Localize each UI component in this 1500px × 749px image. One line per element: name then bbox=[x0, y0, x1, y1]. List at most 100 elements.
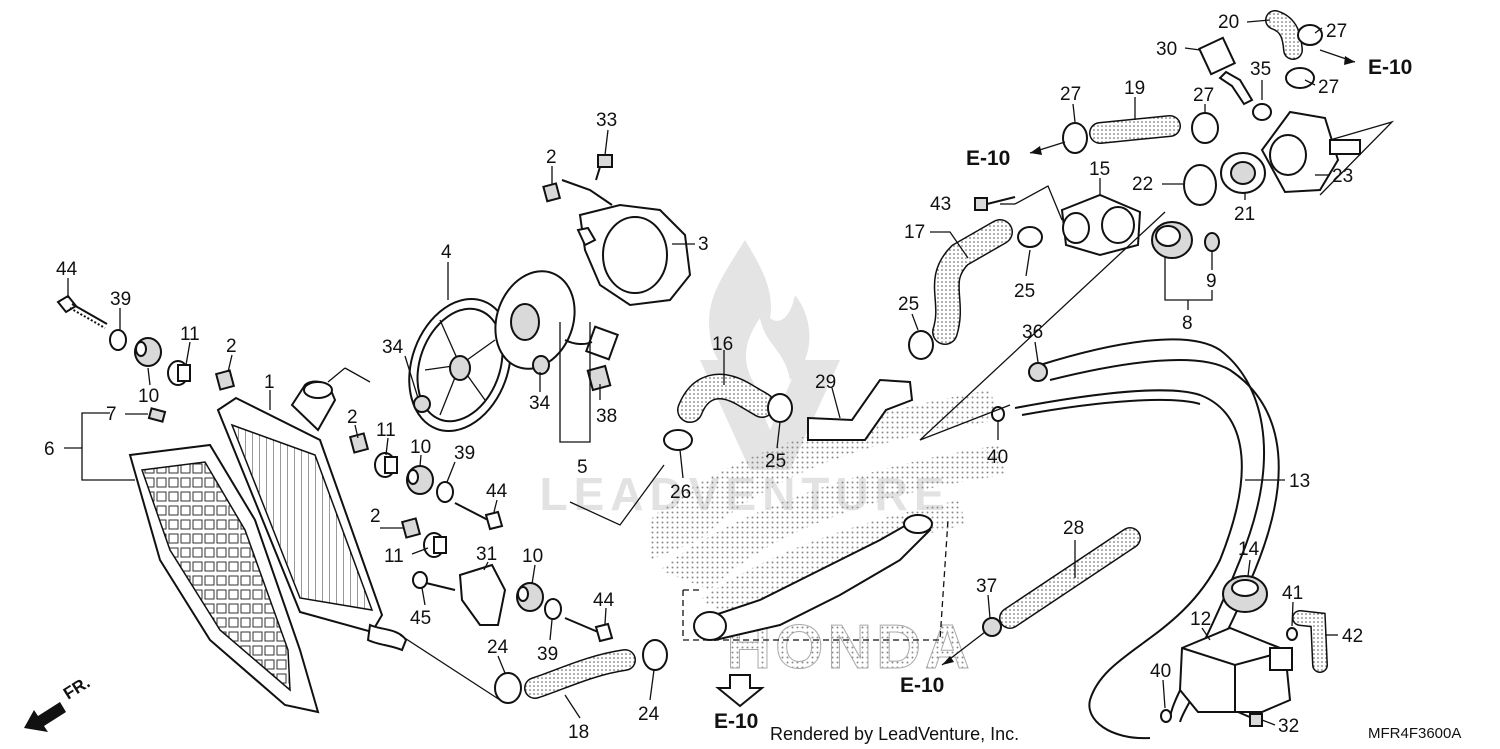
fan-shroud[interactable] bbox=[561, 179, 692, 307]
callout[interactable]: 36 bbox=[1022, 322, 1043, 343]
clip-2-c[interactable] bbox=[348, 432, 370, 454]
grommet-10-middle[interactable] bbox=[406, 465, 434, 495]
callout[interactable]: 43 bbox=[930, 194, 951, 215]
grommet-10-top[interactable] bbox=[134, 337, 162, 367]
clamp-25-middle[interactable] bbox=[908, 330, 934, 360]
bolt-44-lower[interactable] bbox=[564, 617, 614, 643]
pipe-29[interactable] bbox=[807, 378, 914, 441]
callout[interactable]: 38 bbox=[596, 406, 617, 427]
callout[interactable]: 16 bbox=[712, 334, 733, 355]
bolt-32[interactable] bbox=[1237, 711, 1263, 727]
callout[interactable]: 2 bbox=[347, 407, 358, 428]
radiator-core[interactable] bbox=[216, 380, 408, 652]
callout[interactable]: 6 bbox=[44, 439, 55, 460]
callout[interactable]: 44 bbox=[486, 481, 508, 502]
clip-36[interactable] bbox=[1028, 362, 1048, 382]
callout[interactable]: 34 bbox=[382, 337, 404, 358]
washer-35[interactable] bbox=[1252, 103, 1272, 121]
callout[interactable]: 7 bbox=[106, 404, 117, 425]
callout[interactable]: 28 bbox=[1063, 518, 1084, 539]
clamp-25-upper[interactable] bbox=[1017, 226, 1043, 248]
reference-e10-top-right[interactable]: E-10 bbox=[1368, 56, 1412, 79]
callout[interactable]: 11 bbox=[376, 420, 396, 441]
callout[interactable]: 27 bbox=[1318, 77, 1339, 98]
washer-39-lower[interactable] bbox=[544, 598, 562, 620]
callout[interactable]: 4 bbox=[441, 242, 452, 263]
clip-2-b[interactable] bbox=[542, 182, 562, 203]
water-outlet[interactable] bbox=[1260, 110, 1361, 194]
callout[interactable]: 2 bbox=[546, 147, 557, 168]
bracket-31[interactable] bbox=[458, 563, 507, 626]
callout[interactable]: 34 bbox=[529, 393, 551, 414]
callout[interactable]: 15 bbox=[1089, 159, 1110, 180]
cooling-fan[interactable] bbox=[392, 285, 529, 446]
clip-2-a[interactable] bbox=[214, 369, 236, 391]
callout[interactable]: 26 bbox=[670, 482, 691, 503]
callout[interactable]: 39 bbox=[454, 443, 475, 464]
washer-39-middle[interactable] bbox=[436, 481, 454, 503]
callout[interactable]: 27 bbox=[1326, 21, 1347, 42]
callout[interactable]: 9 bbox=[1206, 271, 1217, 292]
callout[interactable]: 21 bbox=[1234, 204, 1255, 225]
callout[interactable]: 39 bbox=[537, 644, 558, 665]
callout[interactable]: 13 bbox=[1289, 471, 1310, 492]
callout[interactable]: 8 bbox=[1182, 313, 1193, 334]
callout[interactable]: 27 bbox=[1193, 85, 1214, 106]
callout[interactable]: 2 bbox=[226, 336, 237, 357]
callout[interactable]: 3 bbox=[698, 234, 709, 255]
callout[interactable]: 2 bbox=[370, 506, 381, 527]
clamp-27-b[interactable] bbox=[1191, 112, 1219, 144]
callout[interactable]: 1 bbox=[264, 372, 275, 393]
radiator-cap-8[interactable] bbox=[1151, 221, 1193, 259]
callout[interactable]: 40 bbox=[987, 447, 1008, 468]
callout[interactable]: 29 bbox=[815, 372, 836, 393]
callout[interactable]: 18 bbox=[568, 722, 589, 743]
callout[interactable]: 40 bbox=[1150, 661, 1171, 682]
callout[interactable]: 25 bbox=[1014, 281, 1035, 302]
callout[interactable]: 33 bbox=[596, 110, 617, 131]
reference-e10-bottom-left[interactable]: E-10 bbox=[714, 710, 758, 733]
callout[interactable]: 32 bbox=[1278, 716, 1299, 737]
collar-11-middle[interactable] bbox=[374, 452, 398, 478]
callout[interactable]: 5 bbox=[577, 457, 588, 478]
grommet-10-lower[interactable] bbox=[516, 582, 544, 612]
callout[interactable]: 37 bbox=[976, 576, 997, 597]
callout[interactable]: 17 bbox=[904, 222, 925, 243]
callout[interactable]: 10 bbox=[410, 437, 431, 458]
collar-11-top[interactable] bbox=[167, 360, 191, 386]
callout[interactable]: 24 bbox=[487, 637, 509, 658]
callout[interactable]: 44 bbox=[56, 259, 78, 280]
callout[interactable]: 30 bbox=[1156, 39, 1177, 60]
callout[interactable]: 10 bbox=[138, 386, 159, 407]
tank-cap-14[interactable] bbox=[1222, 575, 1268, 613]
callout[interactable]: 19 bbox=[1124, 78, 1145, 99]
callout[interactable]: 20 bbox=[1218, 12, 1239, 33]
collar-11-lower[interactable] bbox=[423, 532, 447, 558]
clamp-27-d[interactable] bbox=[1285, 67, 1315, 89]
temperature-sensor[interactable] bbox=[1197, 36, 1254, 106]
bolt-44-middle[interactable] bbox=[454, 502, 504, 531]
callout[interactable]: 42 bbox=[1342, 626, 1363, 647]
callout[interactable]: 12 bbox=[1190, 609, 1211, 630]
callout[interactable]: 39 bbox=[110, 289, 131, 310]
clip-37[interactable] bbox=[982, 617, 1002, 637]
reserve-tank[interactable] bbox=[1178, 626, 1293, 713]
callout[interactable]: 11 bbox=[384, 546, 404, 567]
washer-39-top[interactable] bbox=[109, 329, 127, 351]
callout[interactable]: 25 bbox=[898, 294, 919, 315]
callout[interactable]: 10 bbox=[522, 546, 543, 567]
radiator-grille[interactable] bbox=[128, 443, 320, 714]
clip-2-d[interactable] bbox=[400, 517, 422, 539]
reference-e10-left[interactable]: E-10 bbox=[966, 147, 1010, 170]
callout[interactable]: 35 bbox=[1250, 59, 1271, 80]
bolt-45[interactable] bbox=[412, 571, 456, 591]
nut-34-right[interactable] bbox=[532, 355, 550, 375]
clip-7[interactable] bbox=[147, 407, 167, 423]
nut-34-left[interactable] bbox=[413, 395, 431, 413]
clamp-25-lower[interactable] bbox=[767, 393, 793, 423]
callout[interactable]: 24 bbox=[638, 704, 660, 725]
reference-e10-bottom-mid[interactable]: E-10 bbox=[900, 674, 944, 697]
clamp-24-left[interactable] bbox=[494, 672, 522, 704]
clamp-27-c[interactable] bbox=[1297, 24, 1323, 46]
connector-38[interactable] bbox=[586, 364, 612, 392]
